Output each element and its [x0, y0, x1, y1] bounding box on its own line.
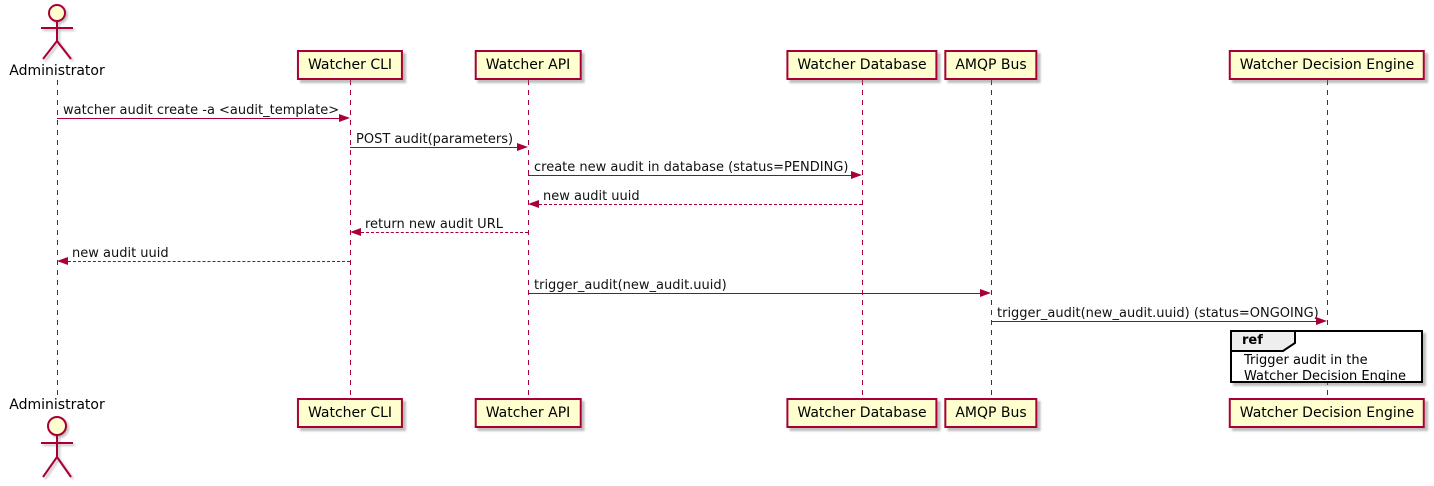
lifeline-watcher-decision-engine	[1327, 80, 1328, 398]
message-2-line	[350, 147, 518, 148]
lifeline-watcher-cli	[350, 80, 351, 398]
message-4-line	[539, 204, 862, 205]
participant-watcher-api-top: Watcher API	[474, 50, 582, 80]
arrowhead-right-icon	[1316, 317, 1327, 325]
ref-text: Trigger audit in the Watcher Decision En…	[1244, 353, 1406, 385]
participant-watcher-api-bottom: Watcher API	[474, 398, 582, 428]
arrowhead-left-icon	[57, 257, 68, 265]
message-1-line	[57, 118, 340, 119]
arrowhead-right-icon	[517, 143, 528, 151]
lifeline-administrator	[57, 80, 58, 395]
ref-text-line1: Trigger audit in the	[1244, 353, 1368, 368]
message-7-label: trigger_audit(new_audit.uuid)	[534, 278, 727, 293]
message-6-label: new audit uuid	[72, 246, 169, 261]
ref-fragment: ref Trigger audit in the Watcher Decisio…	[1230, 330, 1423, 385]
message-3-label: create new audit in database (status=PEN…	[534, 160, 849, 175]
arrowhead-left-icon	[350, 228, 361, 236]
participant-watcher-decision-engine-top: Watcher Decision Engine	[1228, 50, 1426, 80]
participant-watcher-cli-top: Watcher CLI	[296, 50, 404, 80]
message-7-line	[528, 293, 981, 294]
ref-keyword: ref	[1242, 333, 1263, 348]
participant-amqp-bus-bottom: AMQP Bus	[944, 398, 1038, 428]
message-3-line	[528, 175, 852, 176]
message-6-line	[68, 261, 350, 262]
participant-watcher-database-top: Watcher Database	[786, 50, 938, 80]
actor-icon	[41, 416, 73, 478]
actor-label-bottom: Administrator	[9, 397, 105, 413]
lifeline-watcher-api	[528, 80, 529, 398]
arrowhead-right-icon	[851, 171, 862, 179]
participant-amqp-bus-top: AMQP Bus	[944, 50, 1038, 80]
message-4-label: new audit uuid	[543, 189, 640, 204]
message-8-line	[991, 321, 1317, 322]
message-5-label: return new audit URL	[365, 217, 503, 232]
participant-watcher-cli-bottom: Watcher CLI	[296, 398, 404, 428]
actor-icon	[41, 4, 73, 60]
lifeline-amqp-bus	[991, 80, 992, 398]
actor-label-top: Administrator	[9, 63, 105, 79]
participant-watcher-database-bottom: Watcher Database	[786, 398, 938, 428]
arrowhead-right-icon	[980, 289, 991, 297]
arrowhead-left-icon	[528, 200, 539, 208]
arrowhead-right-icon	[339, 114, 350, 122]
message-5-line	[361, 232, 528, 233]
lifeline-watcher-database	[862, 80, 863, 398]
message-2-label: POST audit(parameters)	[356, 132, 514, 147]
message-1-label: watcher audit create -a <audit_template>	[63, 103, 340, 118]
ref-tab-icon	[1230, 330, 1296, 352]
message-8-label: trigger_audit(new_audit.uuid) (status=ON…	[997, 306, 1319, 321]
participant-watcher-decision-engine-bottom: Watcher Decision Engine	[1228, 398, 1426, 428]
ref-text-line2: Watcher Decision Engine	[1244, 369, 1406, 384]
